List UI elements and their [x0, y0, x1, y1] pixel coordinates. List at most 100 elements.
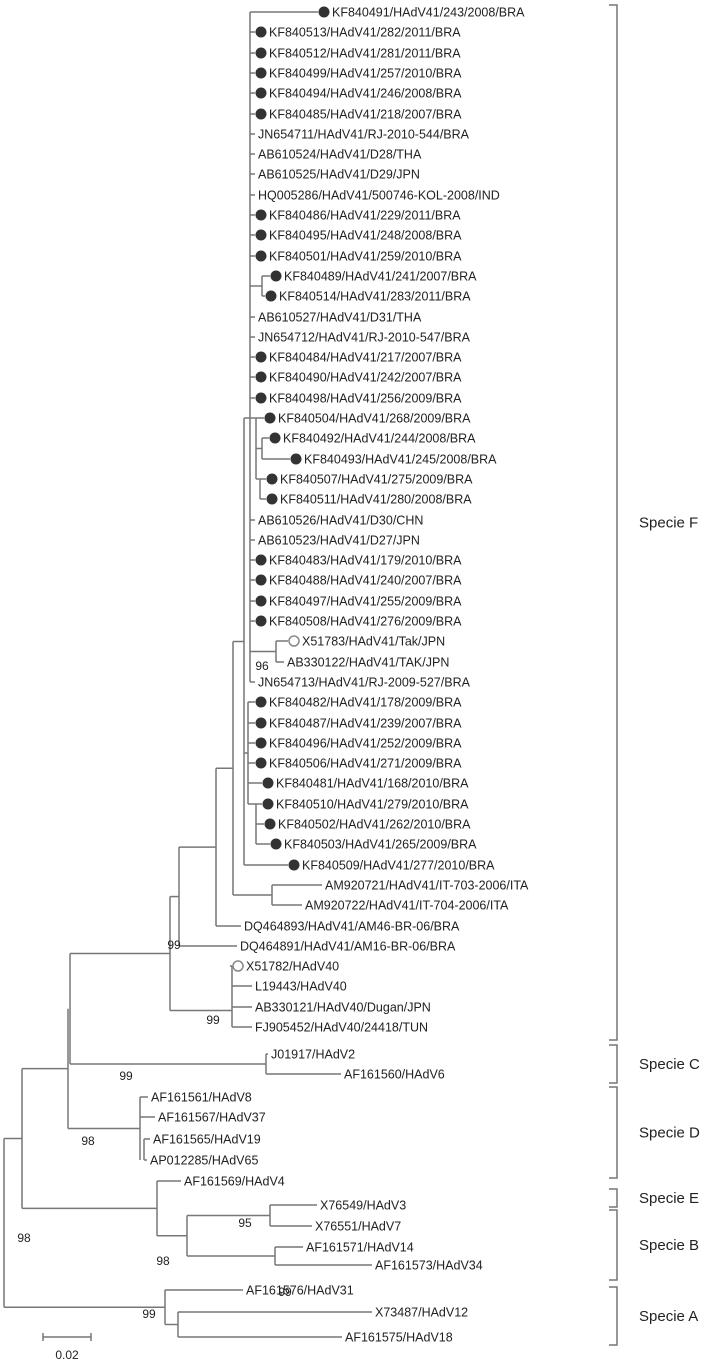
- leaf-label: AF161561/HAdV8: [151, 1091, 252, 1105]
- leaf-label: AF161573/HAdV34: [375, 1259, 483, 1273]
- filled-circle-marker-icon: [262, 777, 274, 789]
- filled-circle-marker-icon: [255, 47, 267, 59]
- leaf-label: KF840503/HAdV41/265/2009/BRA: [284, 838, 477, 852]
- filled-circle-marker-icon: [265, 290, 277, 302]
- bootstrap-value: 99: [278, 1285, 292, 1299]
- scale-bar-label: 0.02: [55, 1348, 79, 1362]
- leaf-labels: KF840491/HAdV41/243/2008/BRA KF840513/HAd…: [150, 6, 529, 1345]
- leaf-label: JN654712/HAdV41/RJ-2010-547/BRA: [258, 331, 471, 345]
- leaf-label: KF840481/HAdV41/168/2010/BRA: [276, 777, 469, 791]
- leaf-label: FJ905452/HAdV40/24418/TUN: [255, 1021, 428, 1035]
- leaf-label: KF840494/HAdV41/246/2008/BRA: [269, 87, 462, 101]
- clade-label: Specie B: [639, 1237, 699, 1254]
- leaf-label: KF840511/HAdV41/280/2008/BRA: [280, 493, 472, 507]
- leaf-label: AF161565/HAdV19: [153, 1133, 261, 1147]
- leaf-label: KF840488/HAdV41/240/2007/BRA: [269, 574, 462, 588]
- leaf-label: KF840501/HAdV41/259/2010/BRA: [269, 250, 462, 264]
- filled-circle-marker-icon: [255, 554, 267, 566]
- leaf-label: KF840506/HAdV41/271/2009/BRA: [269, 757, 462, 771]
- filled-circle-marker-icon: [255, 392, 267, 404]
- leaf-label: KF840495/HAdV41/248/2008/BRA: [269, 229, 462, 243]
- bootstrap-value: 99: [119, 1069, 133, 1083]
- clade-bracket: [609, 1086, 618, 1179]
- leaf-label: AM920722/HAdV41/IT-704-2006/ITA: [305, 899, 509, 913]
- bootstrap-value: 98: [156, 1254, 170, 1268]
- filled-circle-marker-icon: [270, 270, 282, 282]
- leaf-label: AF161575/HAdV18: [345, 1331, 453, 1345]
- leaf-label: KF840483/HAdV41/179/2010/BRA: [269, 554, 462, 568]
- clade-bracket: [609, 1188, 618, 1208]
- filled-circle-marker-icon: [255, 87, 267, 99]
- filled-circle-marker-icon: [264, 818, 276, 830]
- leaf-label: X51783/HAdV41/Tak/JPN: [302, 635, 445, 649]
- filled-circle-marker-icon: [269, 432, 281, 444]
- filled-circle-marker-icon: [255, 108, 267, 120]
- open-circle-marker-icon: [232, 960, 244, 972]
- leaf-label: AB610523/HAdV41/D27/JPN: [258, 534, 420, 548]
- filled-circle-marker-icon: [262, 798, 274, 810]
- scale-bar: 0.02: [42, 1333, 92, 1362]
- leaf-label: AM920721/HAdV41/IT-703-2006/ITA: [325, 879, 529, 893]
- leaf-label: JN654711/HAdV41/RJ-2010-544/BRA: [258, 128, 470, 142]
- leaf-label: KF840513/HAdV41/282/2011/BRA: [269, 26, 461, 40]
- leaf-label: KF840482/HAdV41/178/2009/BRA: [269, 696, 462, 710]
- leaf-label: KF840496/HAdV41/252/2009/BRA: [269, 737, 462, 751]
- leaf-label: KF840508/HAdV41/276/2009/BRA: [269, 615, 462, 629]
- filled-circle-marker-icon: [264, 412, 276, 424]
- leaf-label: KF840498/HAdV41/256/2009/BRA: [269, 392, 462, 406]
- leaf-label: AP012285/HAdV65: [150, 1154, 258, 1168]
- filled-circle-marker-icon: [266, 493, 278, 505]
- bootstrap-value: 96: [255, 659, 269, 673]
- leaf-label: AF161560/HAdV6: [344, 1068, 445, 1082]
- leaf-label: X51782/HAdV40: [246, 960, 339, 974]
- leaf-label: KF840491/HAdV41/243/2008/BRA: [332, 6, 525, 20]
- leaf-label: KF840512/HAdV41/281/2011/BRA: [269, 47, 461, 61]
- filled-circle-marker-icon: [255, 351, 267, 363]
- bootstrap-value: 98: [81, 1134, 95, 1148]
- clade-bracket: [609, 1286, 618, 1346]
- clade-bracket: [609, 1209, 618, 1281]
- bootstrap-value: 95: [238, 1216, 252, 1230]
- leaf-label: AF161567/HAdV37: [158, 1111, 266, 1125]
- leaf-label: AB610526/HAdV41/D30/CHN: [258, 514, 423, 528]
- leaf-label: AB610525/HAdV41/D29/JPN: [258, 168, 420, 182]
- leaf-label: AB610527/HAdV41/D31/THA: [258, 311, 422, 325]
- filled-circle-marker-icon: [318, 6, 330, 18]
- clade-label: Specie A: [639, 1308, 698, 1325]
- filled-circle-marker-icon: [255, 229, 267, 241]
- leaf-label: KF840492/HAdV41/244/2008/BRA: [283, 432, 476, 446]
- filled-circle-marker-icon: [255, 574, 267, 586]
- clade-bracket: [609, 4, 618, 1041]
- clade-bracket: [609, 1044, 618, 1084]
- leaf-label: KF840486/HAdV41/229/2011/BRA: [269, 209, 461, 223]
- leaf-label: HQ005286/HAdV41/500746-KOL-2008/IND: [258, 189, 500, 203]
- leaf-label: KF840509/HAdV41/277/2010/BRA: [302, 859, 495, 873]
- filled-circle-marker-icon: [288, 859, 300, 871]
- filled-circle-marker-icon: [255, 717, 267, 729]
- filled-circle-marker-icon: [255, 696, 267, 708]
- filled-circle-marker-icon: [255, 67, 267, 79]
- leaf-label: KF840489/HAdV41/241/2007/BRA: [284, 270, 477, 284]
- filled-circle-marker-icon: [255, 250, 267, 262]
- clade-label: Specie F: [639, 515, 698, 532]
- bootstrap-value: 98: [17, 1231, 31, 1245]
- leaf-label: AB330122/HAdV41/TAK/JPN: [287, 656, 449, 670]
- filled-circle-marker-icon: [255, 757, 267, 769]
- leaf-label: X73487/HAdV12: [375, 1306, 468, 1320]
- leaf-label: KF840493/HAdV41/245/2008/BRA: [304, 453, 497, 467]
- leaf-label: X76549/HAdV3: [320, 1199, 406, 1213]
- filled-circle-marker-icon: [255, 737, 267, 749]
- open-circle-marker-icon: [288, 635, 300, 647]
- tree-branches: [3, 11, 372, 1338]
- filled-circle-marker-icon: [266, 473, 278, 485]
- leaf-label: KF840484/HAdV41/217/2007/BRA: [269, 351, 462, 365]
- filled-circle-marker-icon: [255, 595, 267, 607]
- leaf-markers: [232, 6, 330, 972]
- leaf-label: DQ464891/HAdV41/AM16-BR-06/BRA: [240, 940, 456, 954]
- clade-label: Specie D: [639, 1125, 700, 1142]
- leaf-label: AB330121/HAdV40/Dugan/JPN: [255, 1001, 431, 1015]
- leaf-label: KF840507/HAdV41/275/2009/BRA: [280, 473, 473, 487]
- leaf-label: KF840497/HAdV41/255/2009/BRA: [269, 595, 462, 609]
